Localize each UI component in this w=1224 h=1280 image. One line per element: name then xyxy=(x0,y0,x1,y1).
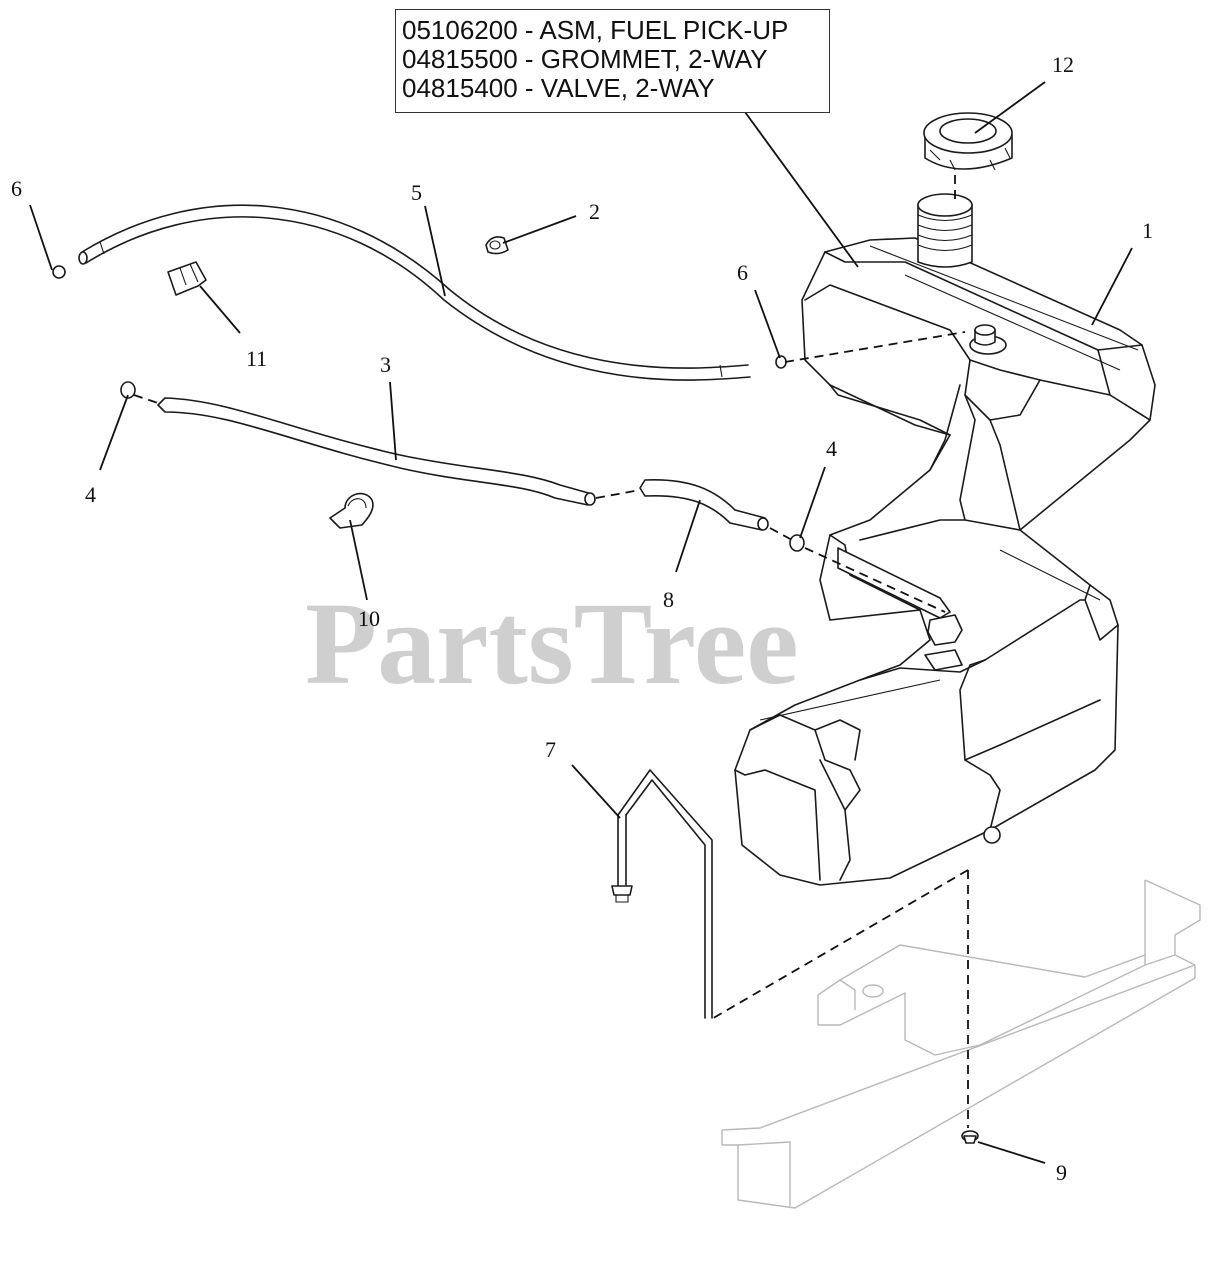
part-number-note: 05106200 - ASM, FUEL PICK-UP 04815500 - … xyxy=(395,9,830,113)
grommet-4-right xyxy=(789,534,805,552)
callout-4-right: 4 xyxy=(826,436,837,461)
tank-support-bracket xyxy=(721,879,1201,1209)
note-line-fuel-pickup: 05106200 - ASM, FUEL PICK-UP xyxy=(402,15,789,45)
callout-2: 2 xyxy=(589,199,600,224)
assembly-lines xyxy=(133,175,969,1128)
fuel-hose-8 xyxy=(639,478,769,531)
fuel-tank xyxy=(734,193,1156,886)
note-line-grommet: 04815500 - GROMMET, 2-WAY xyxy=(402,44,768,74)
leader-lines xyxy=(29,81,1133,1164)
callout-8: 8 xyxy=(663,587,674,612)
grommet-6-left xyxy=(52,265,66,279)
fuel-hose-5 xyxy=(78,204,751,381)
callout-4-left: 4 xyxy=(85,482,96,507)
hose-clip-11 xyxy=(167,261,207,296)
callout-7: 7 xyxy=(545,737,556,762)
callout-9: 9 xyxy=(1056,1160,1067,1185)
callout-12: 12 xyxy=(1052,52,1074,77)
hose-clamp-10 xyxy=(329,492,374,529)
hose-clamp-2 xyxy=(485,236,509,255)
grommet-6-right xyxy=(775,355,787,369)
grommet-4-left xyxy=(120,381,136,399)
fuel-hose-3 xyxy=(157,397,596,506)
fuel-cap xyxy=(923,112,1013,171)
watermark: PartsTree TM xyxy=(305,578,895,709)
vent-tube-7 xyxy=(611,769,713,1019)
fastener-9 xyxy=(961,1130,979,1144)
callout-6-right: 6 xyxy=(737,260,748,285)
callout-10: 10 xyxy=(358,606,380,631)
grommets xyxy=(52,265,805,552)
callout-5: 5 xyxy=(411,180,422,205)
note-line-valve: 04815400 - VALVE, 2-WAY xyxy=(402,73,715,103)
callout-6-left: 6 xyxy=(11,176,22,201)
callout-1: 1 xyxy=(1142,218,1153,243)
callout-3: 3 xyxy=(380,352,391,377)
watermark-text: PartsTree xyxy=(305,578,799,709)
callout-labels: 1 2 3 4 4 5 6 6 7 8 9 10 11 12 xyxy=(11,52,1153,1185)
callout-11: 11 xyxy=(246,346,267,371)
